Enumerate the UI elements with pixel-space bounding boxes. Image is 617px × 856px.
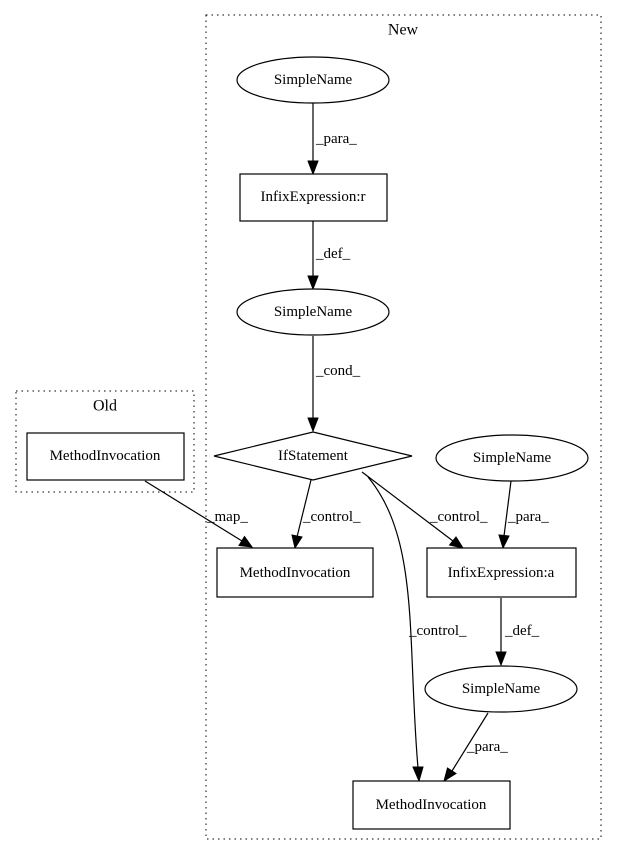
edge-control-right: _control_: [361, 471, 488, 549]
edge-label-para-right: _para_: [507, 509, 549, 525]
edge-cond: _cond_: [307, 336, 361, 433]
node-simplename-top[interactable]: SimpleName: [236, 56, 390, 104]
edge-label-control-bottom: _control_: [408, 623, 467, 639]
node-label-simplename-right: SimpleName: [473, 450, 552, 466]
edge-label-def-bottom: _def_: [504, 623, 540, 639]
node-label-methodinvocation-center: MethodInvocation: [240, 565, 351, 581]
edge-para-top: _para_: [307, 103, 357, 176]
edges: _para_ _def_ _cond_ _map_ _control_ _con…: [144, 103, 549, 783]
node-label-simplename-top: SimpleName: [274, 72, 353, 88]
edge-label-para-top: _para_: [315, 131, 357, 147]
edge-label-control-right: _control_: [429, 509, 488, 525]
edge-label-cond: _cond_: [315, 363, 361, 379]
cluster-old-label: Old: [93, 398, 117, 415]
node-simplename-mid[interactable]: SimpleName: [236, 288, 390, 336]
edge-para-right: _para_: [498, 480, 549, 550]
node-label-simplename-mid: SimpleName: [274, 304, 353, 320]
node-methodinvocation-center[interactable]: MethodInvocation: [216, 547, 374, 598]
node-methodinvocation-bottom[interactable]: MethodInvocation: [352, 780, 511, 830]
node-methodinvocation-old[interactable]: MethodInvocation: [26, 432, 185, 481]
node-label-ifstatement: IfStatement: [278, 448, 349, 464]
node-ifstatement[interactable]: IfStatement: [213, 431, 413, 481]
edge-map: _map_: [144, 480, 254, 548]
node-label-methodinvocation-old: MethodInvocation: [50, 448, 161, 464]
node-infix-a[interactable]: InfixExpression:a: [426, 547, 577, 598]
edge-label-map: _map_: [206, 509, 248, 525]
cluster-new-label: New: [388, 22, 419, 39]
node-label-infix-a: InfixExpression:a: [448, 565, 555, 581]
node-label-methodinvocation-bottom: MethodInvocation: [376, 797, 487, 813]
edge-control-center: _control_: [291, 479, 361, 550]
cluster-old: Old: [15, 390, 195, 493]
edge-label-def-top: _def_: [315, 246, 351, 262]
edge-para-bottom: _para_: [443, 712, 508, 783]
edge-control-bottom: _control_: [367, 476, 467, 783]
node-label-simplename-lower: SimpleName: [462, 681, 541, 697]
edge-def-bottom: _def_: [495, 598, 540, 667]
nodes: SimpleName InfixExpression:r SimpleName …: [26, 56, 589, 830]
edge-def-top: _def_: [307, 221, 351, 291]
edge-label-control-center: _control_: [302, 509, 361, 525]
node-simplename-right[interactable]: SimpleName: [435, 434, 589, 482]
edge-label-para-bottom: _para_: [466, 739, 508, 755]
node-simplename-lower[interactable]: SimpleName: [424, 665, 578, 713]
cluster-new: New: [205, 14, 602, 840]
node-label-infix-r: InfixExpression:r: [261, 189, 366, 205]
node-infix-r[interactable]: InfixExpression:r: [239, 173, 388, 222]
